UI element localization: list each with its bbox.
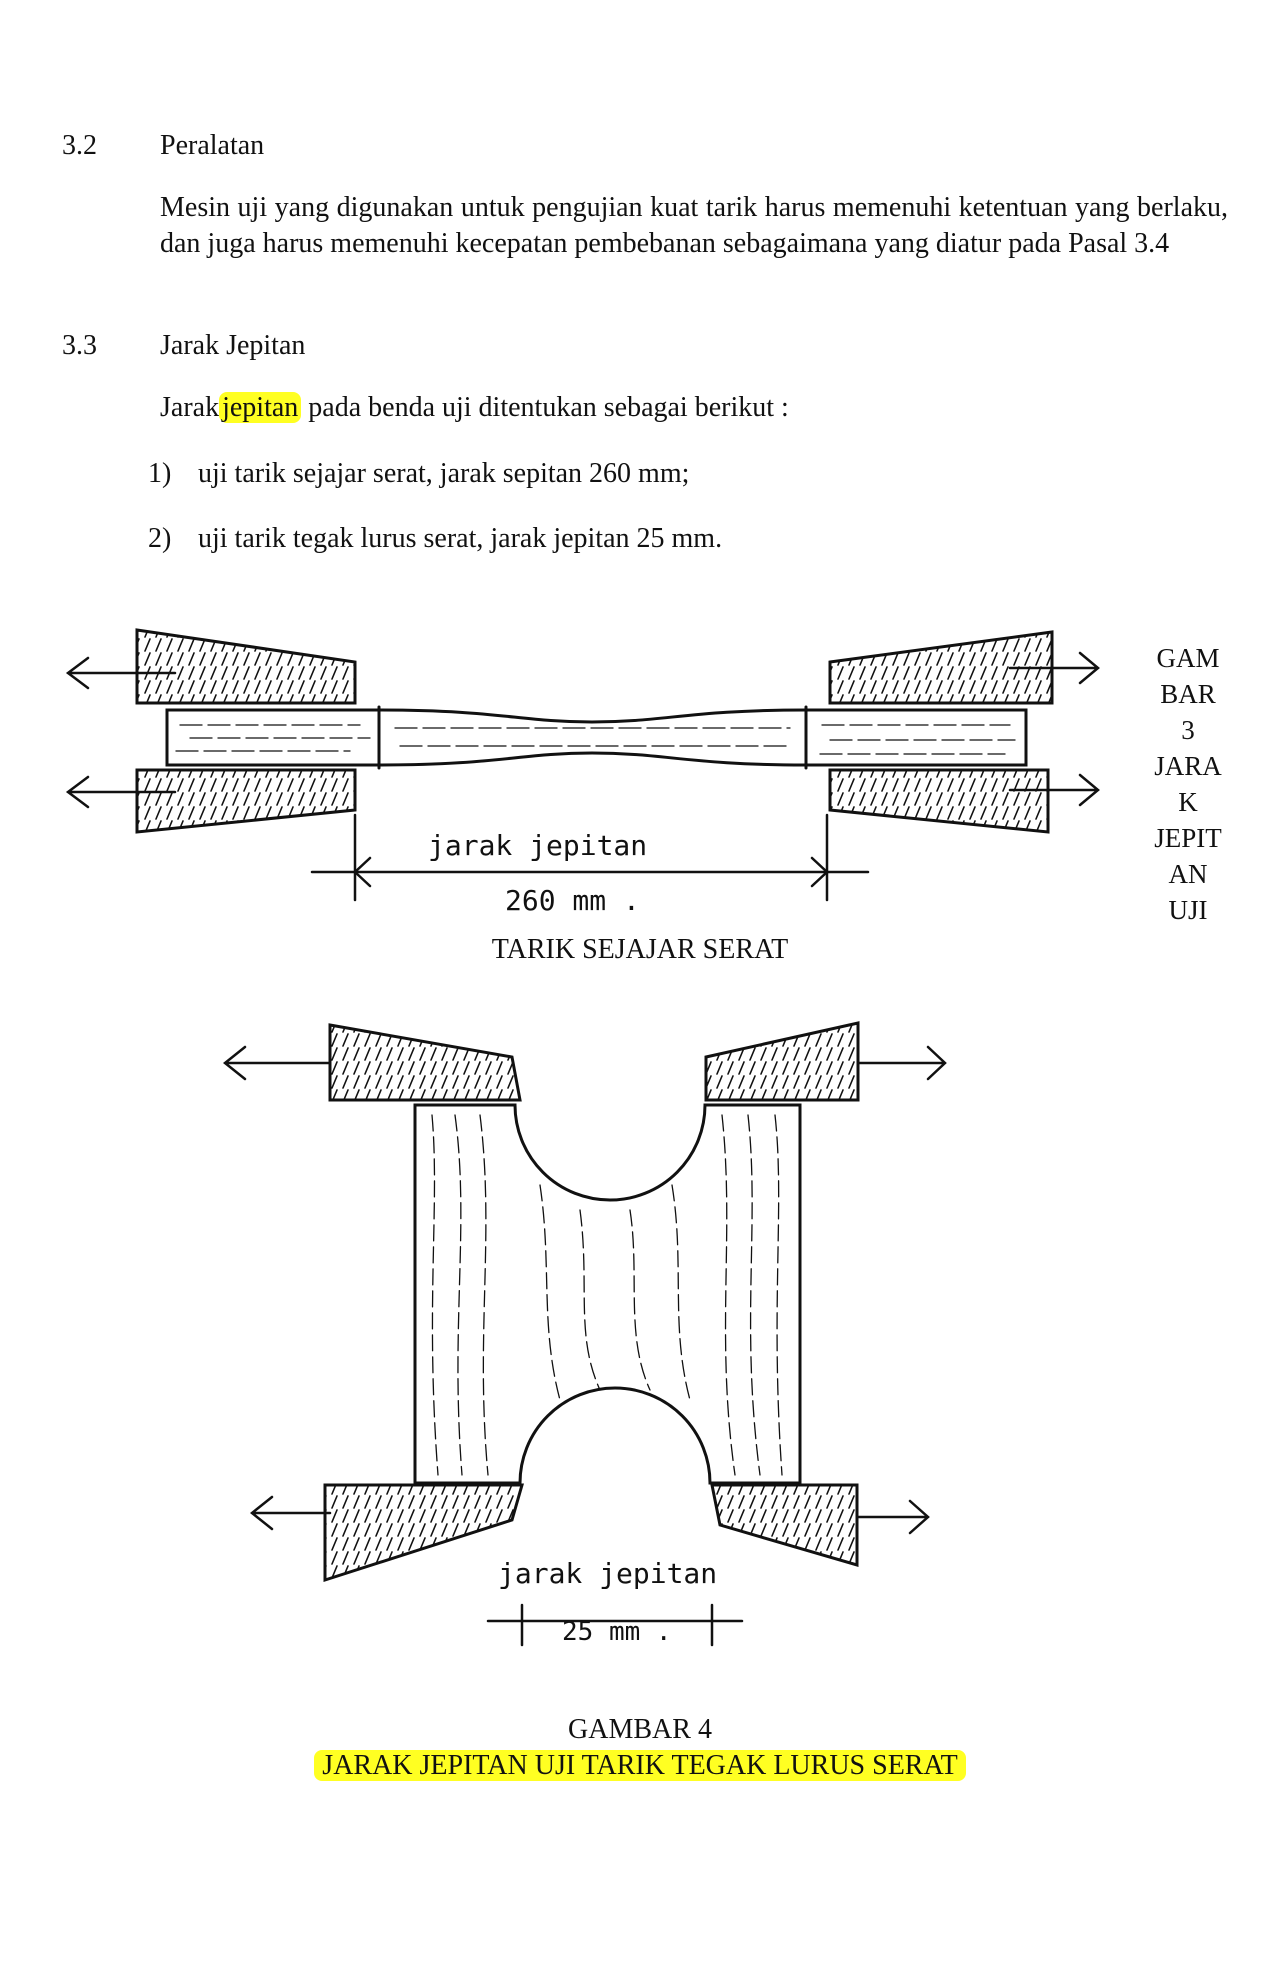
pull-arrows — [222, 1045, 947, 1535]
side-caption-line: AN — [1168, 859, 1208, 889]
list-item-2-text: uji tarik tegak lurus serat, jarak jepit… — [198, 523, 723, 554]
peralatan-paragraph: Mesin uji yang digunakan untuk pengujian… — [160, 192, 1228, 259]
highlighted-caption: JARAK JEPITAN UJI TARIK TEGAK LURUS SERA… — [314, 1750, 966, 1781]
pull-arrows — [65, 651, 1100, 809]
list-item-2-number: 2) — [148, 523, 172, 554]
left-upper-grip — [135, 628, 357, 705]
dimension-25mm-label: 25 mm . — [562, 1617, 672, 1647]
intro-before: Jarak — [160, 392, 220, 423]
figure-3-caption: TARIK SEJAJAR SERAT — [491, 934, 789, 965]
list-item-1-number: 1) — [148, 458, 172, 489]
specimen-parallel — [165, 705, 1028, 770]
wood-grain-lines — [431, 1114, 783, 1476]
figure-3-parallel-grain-diagram: jarak jepitan 260 mm . — [65, 628, 1100, 917]
side-caption-line: BAR — [1160, 679, 1216, 709]
section-title-jarak-jepitan: Jarak Jepitan — [160, 330, 306, 361]
side-caption-line: JARA — [1154, 751, 1222, 781]
section-number-3-2: 3.2 — [62, 130, 97, 161]
section-number-3-3: 3.3 — [62, 330, 97, 361]
dimension-line-260 — [310, 813, 870, 902]
section-title-peralatan: Peralatan — [160, 130, 265, 161]
right-upper-grip — [828, 630, 1054, 705]
side-caption-line: UJI — [1168, 895, 1208, 925]
lower-right-grip — [710, 1483, 859, 1568]
jarak-jepitan-label-2: jarak jepitan — [498, 1557, 717, 1590]
dimension-line-25 — [486, 1603, 744, 1647]
specimen-perpendicular — [413, 1103, 802, 1485]
dimension-260mm-label: 260 mm . — [505, 884, 640, 917]
figure-4-perpendicular-grain-diagram: jarak jepitan 25 mm . — [222, 1021, 947, 1647]
side-caption-line: 3 — [1181, 715, 1195, 745]
upper-right-grip — [704, 1021, 860, 1102]
list-item-1-text: uji tarik sejajar serat, jarak sepitan 2… — [198, 458, 690, 489]
figure-3-side-caption: GAM BAR 3 JARA K JEPIT AN UJI — [1140, 640, 1236, 928]
lower-left-grip — [323, 1483, 524, 1583]
side-caption-line: GAM — [1156, 643, 1220, 673]
figure-4-caption-title: GAMBAR 4 — [568, 1714, 712, 1745]
side-caption-line: JEPIT — [1154, 823, 1222, 853]
intro-after: pada benda uji ditentukan sebagai beriku… — [308, 392, 789, 423]
side-caption-line: K — [1178, 787, 1198, 817]
jarak-jepitan-label-1: jarak jepitan — [428, 829, 647, 862]
right-lower-grip — [828, 768, 1050, 834]
left-lower-grip — [135, 768, 357, 834]
upper-left-grip — [328, 1023, 522, 1102]
highlighted-word: jepitan — [219, 392, 302, 423]
figure-4-caption-subtitle: JARAK JEPITAN UJI TARIK TEGAK LURUS SERA… — [0, 1748, 1280, 1784]
